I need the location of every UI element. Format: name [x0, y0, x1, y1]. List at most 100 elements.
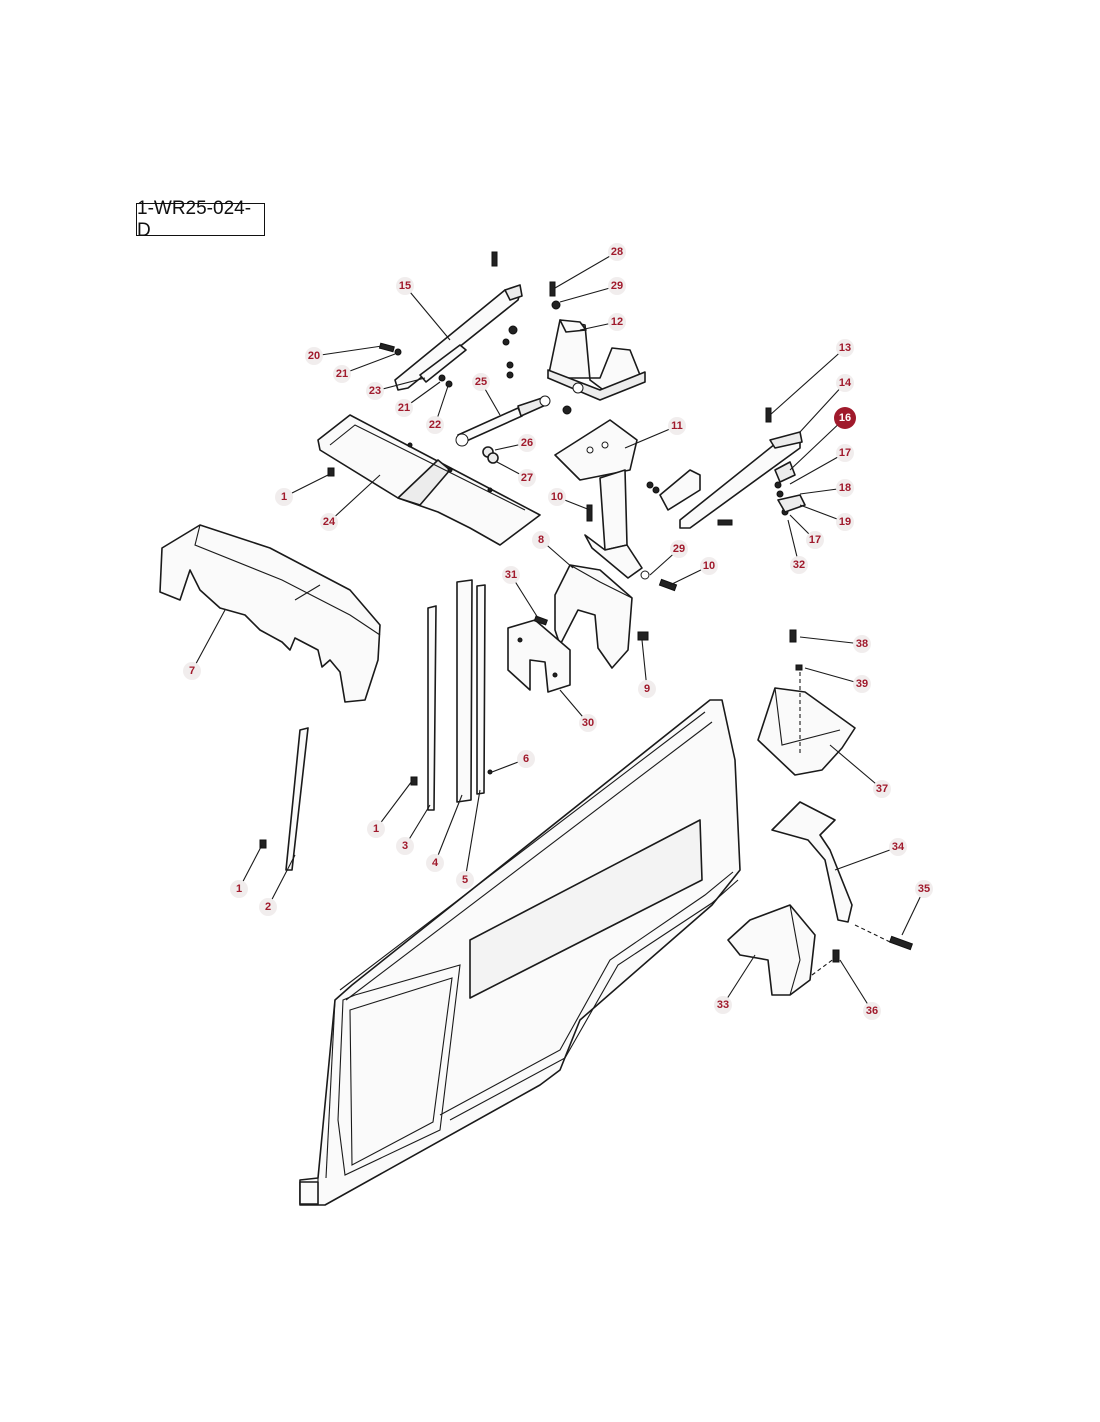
- callout-marker: [395, 399, 413, 417]
- callout-marker: [579, 714, 597, 732]
- support-bar-15: [394, 284, 523, 391]
- callout-number: 35: [918, 883, 930, 895]
- callout-19[interactable]: 19: [836, 513, 854, 531]
- callout-leader-line: [559, 285, 618, 303]
- callout-1[interactable]: 1: [367, 820, 385, 838]
- callout-number: 6: [523, 753, 529, 765]
- callout-38[interactable]: 38: [853, 635, 871, 653]
- callout-marker: [806, 531, 824, 549]
- callout-marker: [608, 243, 626, 261]
- callout-marker: [183, 662, 201, 680]
- callout-number: 8: [538, 534, 544, 546]
- callout-6[interactable]: 6: [517, 750, 535, 768]
- callout-32[interactable]: 32: [790, 556, 808, 574]
- callout-8[interactable]: 8: [532, 531, 550, 549]
- callout-10[interactable]: 10: [548, 488, 566, 506]
- callout-leader-line: [624, 425, 678, 449]
- callout-39[interactable]: 39: [853, 675, 871, 693]
- callout-number: 1: [236, 883, 242, 895]
- callout-18[interactable]: 18: [836, 479, 854, 497]
- callout-5[interactable]: 5: [456, 871, 474, 889]
- callout-marker: [836, 374, 854, 392]
- callout-26[interactable]: 26: [518, 434, 536, 452]
- callout-12[interactable]: 12: [608, 313, 626, 331]
- callout-marker: [836, 513, 854, 531]
- callout-16[interactable]: 16: [834, 407, 856, 429]
- callout-number: 32: [793, 559, 805, 571]
- callout-36[interactable]: 36: [863, 1002, 881, 1020]
- seal-strips: [285, 579, 486, 871]
- callout-31[interactable]: 31: [502, 566, 520, 584]
- callout-number: 14: [839, 377, 852, 389]
- callout-33[interactable]: 33: [714, 996, 732, 1014]
- callout-marker: [548, 488, 566, 506]
- callout-number: 20: [308, 350, 320, 362]
- callout-marker: [790, 556, 808, 574]
- callout-number: 23: [369, 385, 381, 397]
- callout-27[interactable]: 27: [518, 469, 536, 487]
- callout-29[interactable]: 29: [670, 540, 688, 558]
- callout-10[interactable]: 10: [700, 557, 718, 575]
- callout-labels: 1112345678910101112131415161717181920212…: [183, 243, 933, 1020]
- callout-number: 10: [703, 560, 715, 572]
- callout-leader-line: [834, 846, 899, 871]
- callout-25[interactable]: 25: [472, 373, 490, 391]
- callout-number: 9: [644, 683, 650, 695]
- callout-17[interactable]: 17: [836, 444, 854, 462]
- callout-30[interactable]: 30: [579, 714, 597, 732]
- callout-marker: [333, 365, 351, 383]
- callout-leader-line: [191, 609, 226, 672]
- callout-11[interactable]: 11: [668, 417, 686, 435]
- callout-number: 25: [475, 376, 487, 388]
- callout-7[interactable]: 7: [183, 662, 201, 680]
- callout-number: 21: [398, 402, 410, 414]
- callout-leaders: [191, 251, 925, 1012]
- callout-number: 38: [856, 638, 868, 650]
- callout-marker: [834, 407, 856, 429]
- callout-9[interactable]: 9: [638, 680, 656, 698]
- callout-marker: [608, 277, 626, 295]
- callout-15[interactable]: 15: [396, 277, 414, 295]
- callout-marker: [863, 1002, 881, 1020]
- callout-leader-line: [375, 780, 413, 830]
- hinge-bracket-12: [547, 319, 646, 401]
- callout-21[interactable]: 21: [395, 399, 413, 417]
- callout-number: 19: [839, 516, 851, 528]
- callout-14[interactable]: 14: [836, 374, 854, 392]
- callout-marker: [638, 680, 656, 698]
- callout-leader-line: [313, 345, 383, 357]
- callout-number: 5: [462, 874, 468, 886]
- callout-23[interactable]: 23: [366, 382, 384, 400]
- callout-37[interactable]: 37: [873, 780, 891, 798]
- callout-number: 16: [839, 412, 851, 424]
- callout-1[interactable]: 1: [275, 488, 293, 506]
- small-clip: [659, 469, 701, 511]
- callout-20[interactable]: 20: [305, 347, 323, 365]
- callout-22[interactable]: 22: [426, 416, 444, 434]
- callout-2[interactable]: 2: [259, 898, 277, 916]
- callout-number: 21: [336, 368, 348, 380]
- callout-34[interactable]: 34: [889, 838, 907, 856]
- callout-number: 17: [809, 534, 821, 546]
- callout-3[interactable]: 3: [396, 837, 414, 855]
- callout-marker: [230, 880, 248, 898]
- callout-leader-line: [799, 382, 846, 433]
- callout-13[interactable]: 13: [836, 339, 854, 357]
- callout-marker: [456, 871, 474, 889]
- callout-21[interactable]: 21: [333, 365, 351, 383]
- callout-number: 28: [611, 246, 623, 258]
- callout-number: 12: [611, 316, 623, 328]
- callout-number: 1: [373, 823, 379, 835]
- callout-24[interactable]: 24: [320, 513, 338, 531]
- callout-marker: [836, 444, 854, 462]
- callout-1[interactable]: 1: [230, 880, 248, 898]
- callout-marker: [367, 820, 385, 838]
- callout-4[interactable]: 4: [426, 854, 444, 872]
- callout-17[interactable]: 17: [806, 531, 824, 549]
- bracket-34: [771, 801, 853, 923]
- callout-number: 34: [892, 841, 905, 853]
- callout-35[interactable]: 35: [915, 880, 933, 898]
- callout-28[interactable]: 28: [608, 243, 626, 261]
- callout-29[interactable]: 29: [608, 277, 626, 295]
